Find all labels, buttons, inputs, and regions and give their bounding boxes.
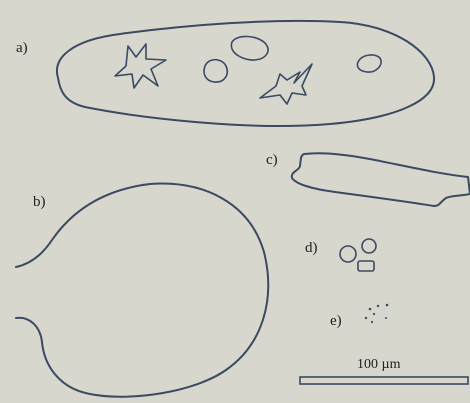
panel-label-a: a)	[16, 41, 28, 56]
oval-inclusion-1	[231, 36, 268, 60]
panel-label-d: d)	[305, 241, 318, 256]
small-rect	[358, 261, 374, 271]
panel-label-b: b)	[33, 195, 46, 210]
scale-bar-label: 100 µm	[357, 358, 400, 372]
speck	[365, 317, 367, 319]
panel-b-shape	[16, 184, 268, 397]
scale-bar	[300, 377, 468, 384]
speck	[371, 321, 373, 323]
speck	[385, 317, 387, 319]
panel-c-shape	[292, 153, 470, 206]
panel-a-shape	[57, 21, 434, 126]
small-circle-1	[340, 246, 356, 262]
panel-d-shape	[340, 239, 376, 271]
star-inclusion-large	[115, 44, 166, 88]
panel-e-shape	[365, 304, 389, 323]
panel-label-c: c)	[266, 153, 278, 168]
oval-inclusion-3	[357, 55, 381, 72]
star-inclusion-small	[260, 64, 312, 104]
small-circle-2	[362, 239, 376, 253]
speck	[369, 308, 372, 311]
oval-inclusion-2	[204, 60, 227, 82]
speck	[377, 305, 379, 307]
speck	[386, 304, 389, 307]
panel-label-e: e)	[330, 314, 342, 329]
speck	[373, 313, 375, 315]
